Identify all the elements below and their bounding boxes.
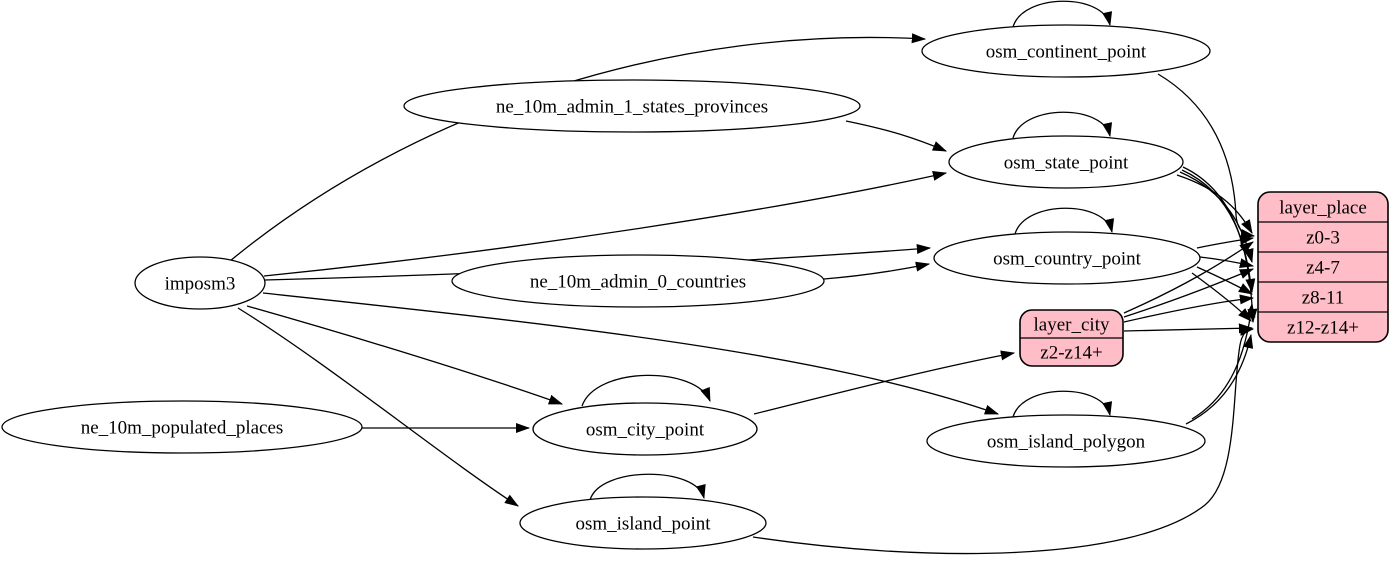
table-ellipse <box>519 496 767 550</box>
node-label: osm_country_point <box>993 249 1141 270</box>
node-label: osm_island_polygon <box>987 432 1146 453</box>
self-loop-osm_continent_point <box>1012 0 1113 28</box>
node-osm_state_point: osm_state_point <box>948 135 1184 189</box>
node-label: ne_10m_populated_places <box>81 418 284 439</box>
node-ne_10m_admin_1_states_provinces: ne_10m_admin_1_states_provinces <box>403 79 861 133</box>
node-label: ne_10m_admin_1_states_provinces <box>496 97 768 118</box>
table-ellipse <box>926 414 1206 468</box>
self-loop-osm_state_point <box>1012 111 1113 139</box>
layer-title: layer_place <box>1279 198 1367 219</box>
node-layer_place: layer_place z0-3 z4-7 z8-11 z12-z14+ <box>1257 191 1389 343</box>
node-label: ne_10m_admin_0_countries <box>530 272 746 293</box>
edge-osm_island_polygon-to-layer_place-z8-11 <box>1191 302 1256 420</box>
table-ellipse <box>1 400 363 454</box>
edge-osm_island_point-to-layer_place-z12-z14+ <box>752 325 1255 555</box>
edge-layer_city-to-layer_place-z4-7 <box>1123 268 1255 318</box>
table-ellipse <box>134 256 266 310</box>
edge-osm_island_polygon-to-layer_place-z12-z14+ <box>1185 333 1254 425</box>
table-ellipse <box>451 254 825 308</box>
node-osm_country_point: osm_country_point <box>933 231 1201 285</box>
edge-osm_country_point-to-layer_place-z4-7 <box>1199 256 1255 269</box>
layer-record-box <box>1257 191 1389 343</box>
node-osm_island_point: osm_island_point <box>519 496 767 550</box>
edge-imposm3-to-osm_continent_point <box>229 33 927 262</box>
self-loop-osm_island_point <box>589 473 706 501</box>
zoom-range-label: z2-z14+ <box>1040 343 1102 364</box>
node-osm_continent_point: osm_continent_point <box>921 24 1211 78</box>
node-osm_city_point: osm_city_point <box>532 402 758 456</box>
table-ellipse <box>933 231 1201 285</box>
edge-imposm3-to-osm_state_point <box>263 170 948 277</box>
zoom-range-label: z12-z14+ <box>1287 318 1359 339</box>
node-layer_city: layer_city z2-z14+ <box>1019 309 1124 367</box>
node-label: osm_state_point <box>1004 153 1129 174</box>
edge-layer_city-to-layer_place-z12-z14+ <box>1123 323 1254 334</box>
node-label: osm_city_point <box>586 420 705 441</box>
zoom-range-label: z0-3 <box>1306 228 1340 249</box>
edge-ne_10m_admin_1_states_provinces-to-osm_state_point <box>845 120 948 152</box>
edge-imposm3-to-osm_city_point <box>246 305 564 405</box>
edge-layer_city-to-layer_place-z8-11 <box>1123 294 1255 323</box>
table-ellipse <box>532 402 758 456</box>
zoom-range-label: z4-7 <box>1306 258 1340 279</box>
self-loop-osm_city_point <box>581 374 711 407</box>
table-ellipse <box>948 135 1184 189</box>
edge-osm_state_point-to-layer_place-z0-3 <box>1176 174 1253 234</box>
self-loop-osm_country_point <box>1014 207 1115 235</box>
layer-title: layer_city <box>1034 315 1110 336</box>
edge-ne_10m_admin_0_countries-to-osm_country_point <box>823 261 931 280</box>
node-label: imposm3 <box>165 274 236 295</box>
edge-imposm3-to-osm_island_point <box>237 307 519 507</box>
edge-osm_city_point-to-layer_city-z2-z14+ <box>753 350 1016 415</box>
node-ne_10m_admin_0_countries: ne_10m_admin_0_countries <box>451 254 825 308</box>
table-ellipse <box>921 24 1211 78</box>
node-ne_10m_populated_places: ne_10m_populated_places <box>1 400 363 454</box>
edge-imposm3-to-osm_island_polygon <box>262 292 1000 415</box>
edge-osm_country_point-to-layer_place-z0-3 <box>1196 235 1255 249</box>
table-ellipse <box>403 79 861 133</box>
node-label: osm_continent_point <box>986 42 1147 63</box>
node-label: osm_island_point <box>575 514 711 535</box>
node-osm_island_polygon: osm_island_polygon <box>926 414 1206 468</box>
node-imposm3: imposm3 <box>134 256 266 310</box>
self-loop-osm_island_polygon <box>1012 390 1113 418</box>
edge-layer_city-to-layer_place-z0-3 <box>1123 241 1254 314</box>
edge-osm_country_point-to-layer_place-z12-z14+ <box>1191 272 1252 322</box>
zoom-range-label: z8-11 <box>1302 288 1345 309</box>
